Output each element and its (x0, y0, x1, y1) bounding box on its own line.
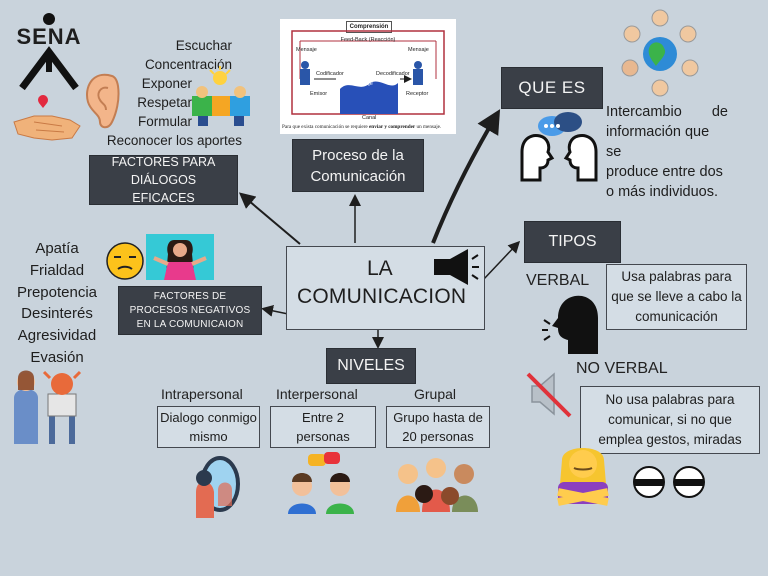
proceso-title: Proceso de la Comunicación (310, 146, 406, 185)
handshake-icon (13, 95, 81, 141)
factor-item: Formular (137, 114, 192, 129)
negativo-item: Apatía (35, 240, 79, 257)
niveles-title-box[interactable]: NIVELES (326, 348, 416, 384)
que-es-line: Intercambio de (606, 104, 728, 120)
factor-item: Escuchar (175, 38, 232, 53)
factores-list: Escuchar Concentración Exponer Respetar … (86, 36, 242, 150)
diagram-mensaje-center: Mensaje (352, 81, 373, 87)
eyes-icon (633, 466, 705, 498)
group-icon (396, 458, 478, 512)
diagram-decodificador: Decodificador (376, 71, 410, 77)
diagram-mensaje-left: Mensaje (296, 47, 317, 53)
mirror-icon (196, 456, 240, 518)
negativo-item: Desinterés (21, 305, 93, 323)
center-title-line1: LA (367, 257, 393, 280)
arrow-to-tipos (482, 240, 521, 281)
tipos-title: TIPOS (548, 233, 597, 250)
center-title-line2: COMUNICACION (297, 285, 467, 308)
puzzle-people-icon (192, 66, 250, 126)
diagram-mensaje-right: Mensaje (408, 47, 429, 53)
communication-process-diagram (291, 30, 445, 115)
intrapersonal-desc: Dialogo conmigo mismo (160, 410, 257, 444)
interpersonal-label: Interpersonal (276, 386, 358, 402)
arrow-to-factores (238, 192, 301, 245)
no-verbal-desc: No usa palabras para comunicar, si no qu… (598, 392, 742, 447)
interpersonal-desc: Entre 2 personas (296, 410, 350, 444)
diagram-caption-pre: Para que exista comunicación se requiere (282, 124, 368, 130)
verbal-desc-box: Usa palabras para que se lleve a cabo la… (606, 264, 747, 330)
negativos-list: Apatía Frialdad Prepotencia Desinterés A… (8, 238, 106, 369)
factor-item: Concentración (144, 57, 232, 72)
negativo-item: Agresividad (17, 327, 97, 345)
que-es-line: información que se (606, 124, 710, 160)
diagram-codificador: Codificador (316, 71, 344, 77)
no-verbal-desc-box: No usa palabras para comunicar, si no qu… (580, 386, 760, 454)
diagram-heading: Comprensión (346, 21, 392, 33)
factores-title: FACTORES PARA DIÁLOGOS EFICACES (111, 155, 216, 205)
sena-logo-icon (19, 13, 79, 91)
que-es-definition: Intercambio de información que se produc… (606, 102, 728, 202)
sena-logo-text: SENA (16, 24, 82, 49)
negativos-title: FACTORES DE PROCESOS NEGATIVOS EN LA COM… (129, 290, 251, 330)
intrapersonal-desc-box: Dialogo conmigo mismo (157, 406, 260, 448)
diagram-caption: Para que exista comunicación se requiere… (282, 124, 454, 130)
diagram-canal: Canal (362, 115, 377, 121)
globe-people-icon (621, 9, 699, 97)
interpersonal-desc-box: Entre 2 personas (270, 406, 376, 448)
megaphone-icon (434, 249, 479, 285)
factor-item: Exponer (141, 76, 192, 91)
shrugging-woman-icon (146, 234, 214, 280)
que-es-line: o más individuos. (606, 184, 719, 200)
tipos-title-box[interactable]: TIPOS (524, 221, 621, 263)
factor-item: Reconocer los aportes (106, 133, 242, 148)
intrapersonal-label: Intrapersonal (161, 386, 243, 402)
proceso-diagram-image: Comprensión Feed-Back (Reacción) Mensaje… (280, 19, 456, 134)
que-es-title-box[interactable]: QUE ES (501, 67, 603, 109)
diagram-caption-bold: enviar y comprender (369, 124, 416, 130)
sena-logo: SENA (8, 10, 90, 91)
niveles-title: NIVELES (337, 357, 405, 374)
no-verbal-label: NO VERBAL (576, 360, 668, 377)
diagram-receptor: Receptor (406, 91, 429, 97)
arrow-to-que-es (431, 109, 501, 244)
conversation-heads-icon (520, 112, 598, 182)
mute-icon (526, 372, 572, 418)
factor-item: Respetar (137, 95, 192, 110)
speaking-head-icon (542, 295, 598, 354)
crossed-arms-person-icon (557, 448, 609, 506)
verbal-label: VERBAL (526, 272, 590, 289)
diagram-caption-post: un mensaje. (416, 124, 442, 130)
diagram-emisor: Emisor (310, 91, 328, 97)
verbal-desc: Usa palabras para que se lleve a cabo la… (611, 269, 742, 324)
que-es-line: produce entre dos (606, 164, 723, 180)
negativo-item: Evasión (30, 348, 84, 366)
diagram-feedback: Feed-Back (Reacción) (340, 37, 396, 43)
ear-icon (86, 73, 120, 129)
negativo-item: Frialdad (29, 261, 85, 279)
arguing-people-icon (14, 370, 82, 444)
factores-title-box[interactable]: FACTORES PARA DIÁLOGOS EFICACES (89, 155, 238, 205)
que-es-title: QUE ES (518, 78, 586, 97)
negativo-item: Prepotencia (16, 283, 98, 301)
annoyed-face-icon (106, 242, 144, 280)
two-people-chat-icon (288, 452, 354, 514)
grupal-desc-box: Grupo hasta de 20 personas (386, 406, 490, 448)
grupal-desc: Grupo hasta de 20 personas (393, 410, 483, 444)
negativos-title-box[interactable]: FACTORES DE PROCESOS NEGATIVOS EN LA COM… (118, 286, 262, 335)
grupal-label: Grupal (414, 386, 457, 402)
proceso-title-box[interactable]: Proceso de la Comunicación (292, 139, 424, 192)
